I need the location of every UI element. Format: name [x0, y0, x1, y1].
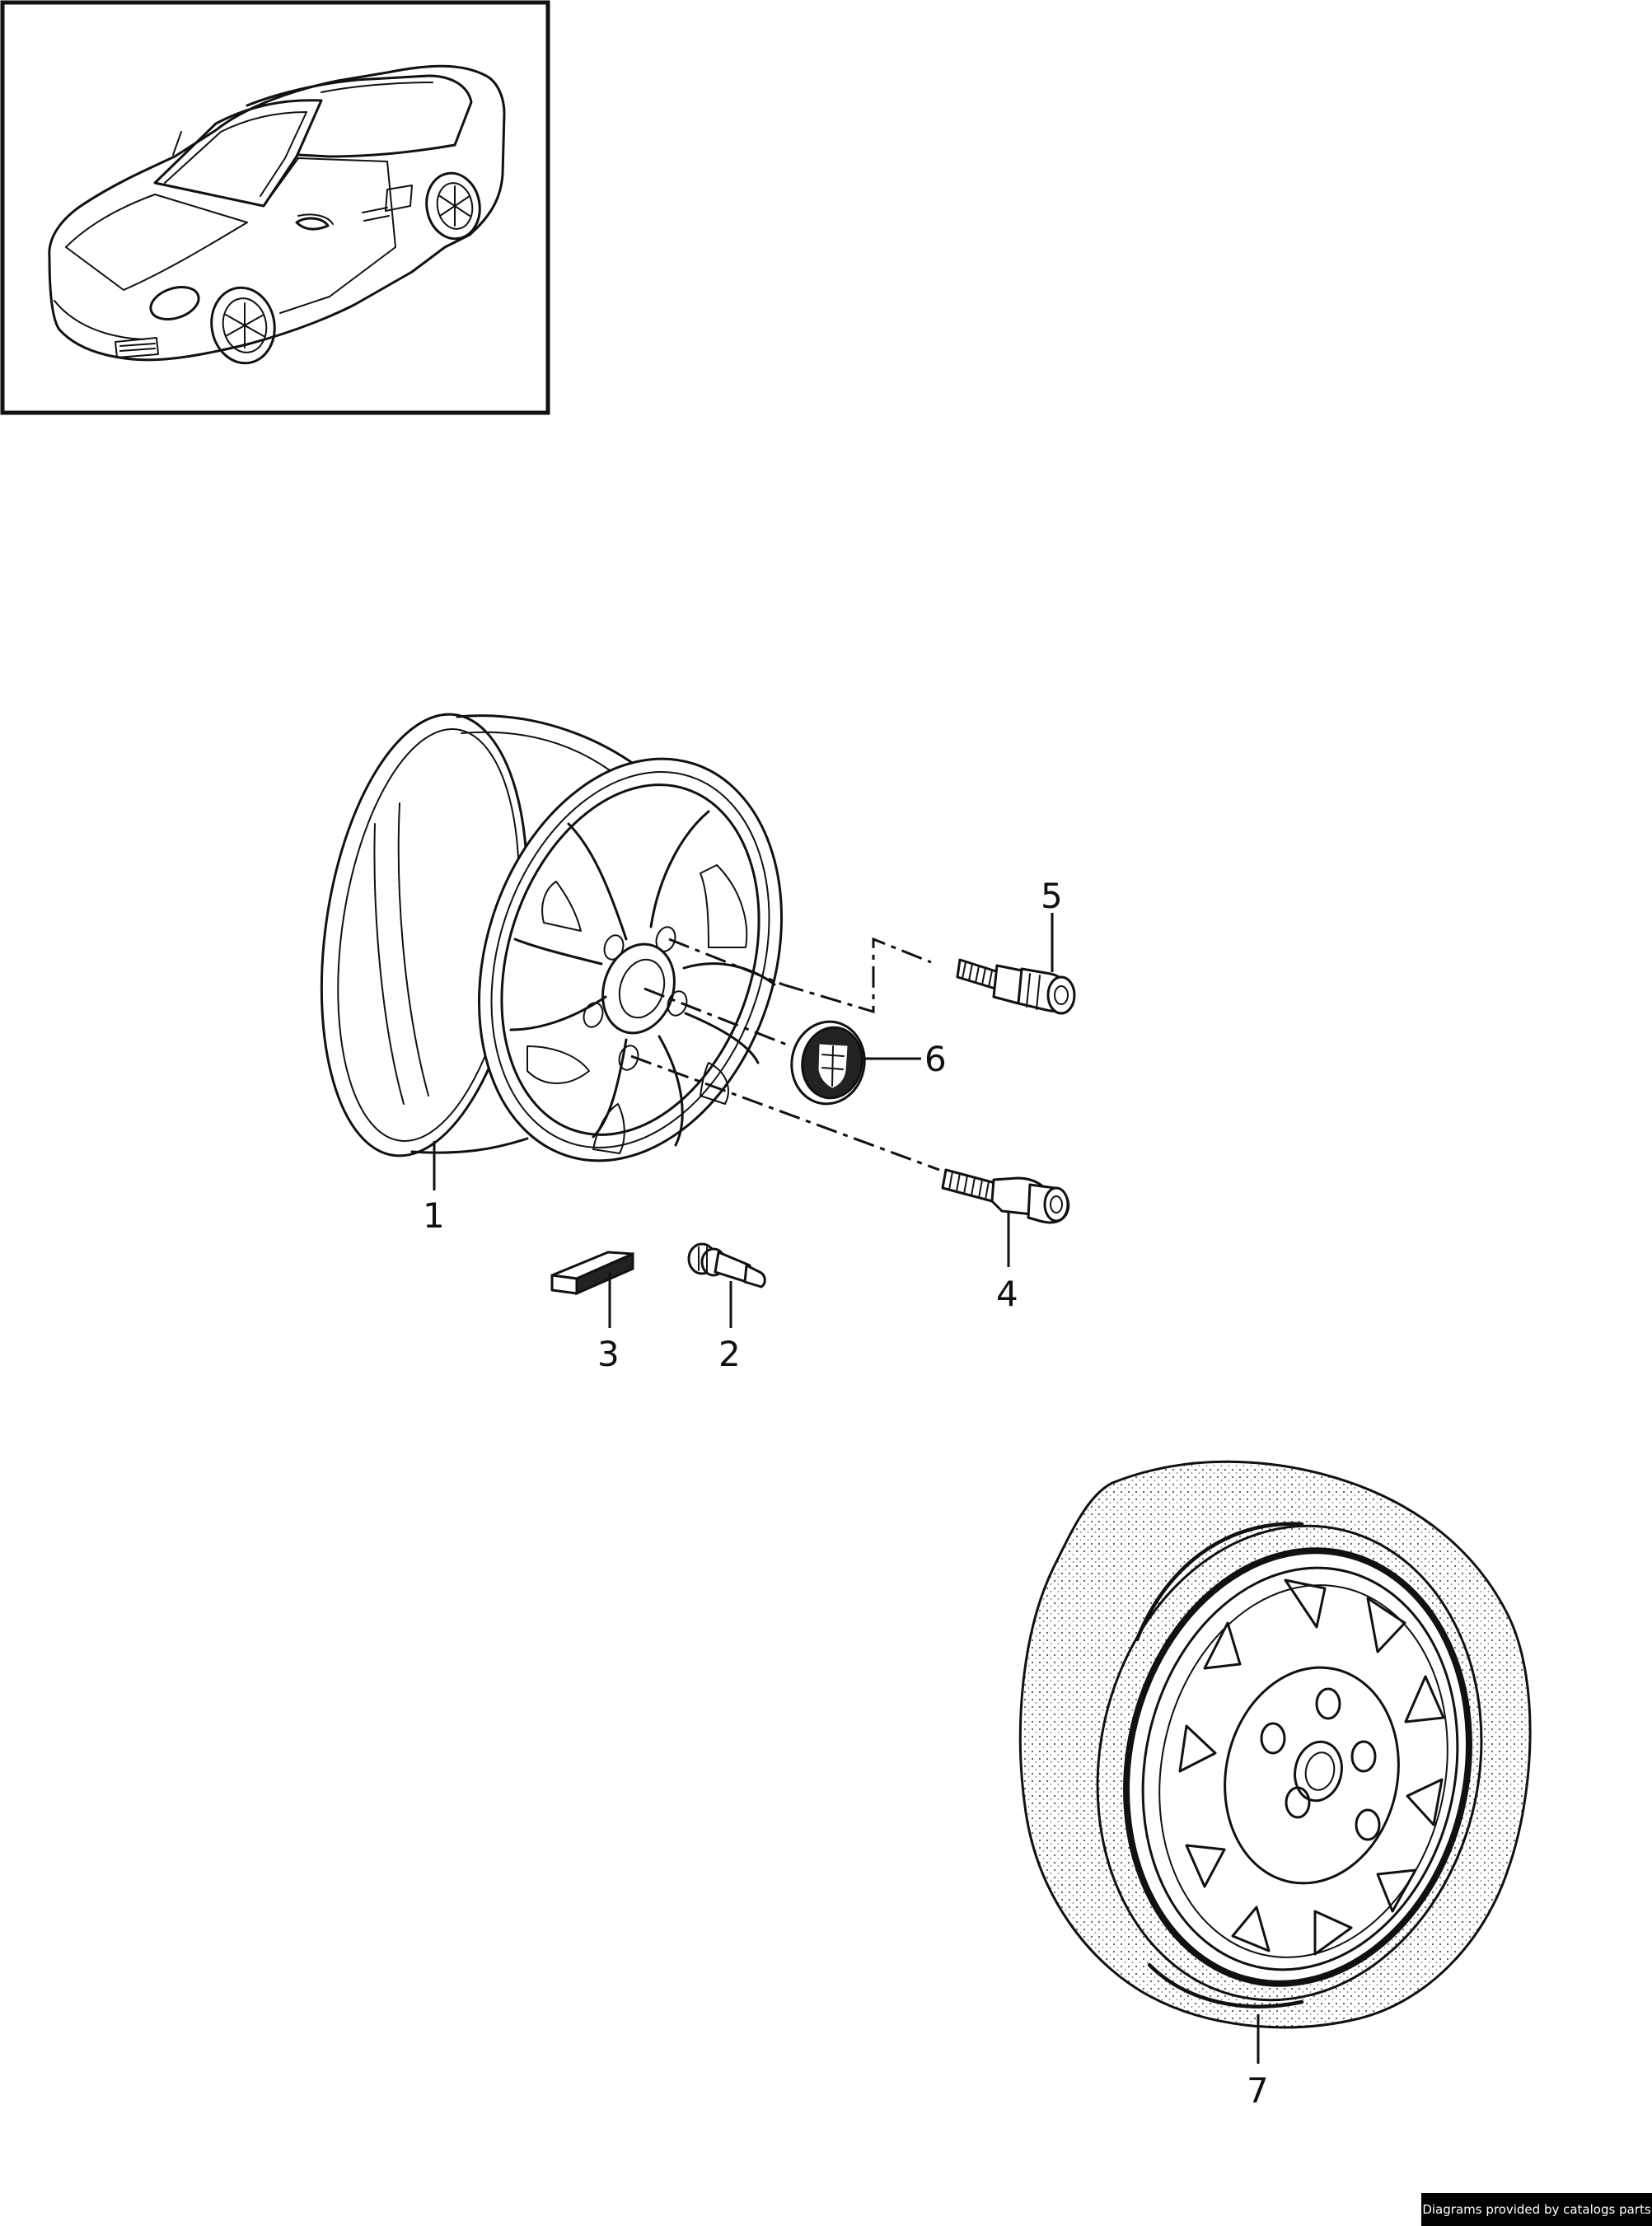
callout-2: 2: [718, 1281, 741, 1374]
svg-text:1: 1: [423, 1195, 445, 1236]
wheel-bolt-icon: [941, 1168, 1070, 1224]
callout-1: 1: [423, 1141, 445, 1236]
callout-6: 6: [865, 1039, 947, 1079]
car-thumbnail-icon: [0, 0, 550, 415]
locking-wheel-bolt-icon: [956, 958, 1076, 1015]
callout-3: 3: [597, 1273, 620, 1374]
tire-valve-icon: [687, 1242, 766, 1288]
callout-4: 4: [996, 1213, 1018, 1314]
credit-footer: Diagrams provided by catalogs parts: [1421, 2193, 1652, 2226]
svg-text:4: 4: [996, 1274, 1018, 1314]
svg-text:7: 7: [1247, 2070, 1269, 2111]
callout-7: 7: [1247, 2014, 1269, 2111]
svg-text:3: 3: [597, 1334, 620, 1374]
alloy-wheel-icon: [320, 713, 783, 1162]
svg-text:2: 2: [718, 1334, 741, 1374]
balance-weight-icon: [550, 1251, 634, 1296]
svg-text:5: 5: [1041, 876, 1063, 916]
callout-5: 5: [1041, 876, 1063, 972]
center-cap-icon: [790, 1020, 866, 1106]
spare-wheel-icon: [1018, 1460, 1532, 2029]
svg-text:6: 6: [924, 1039, 947, 1079]
